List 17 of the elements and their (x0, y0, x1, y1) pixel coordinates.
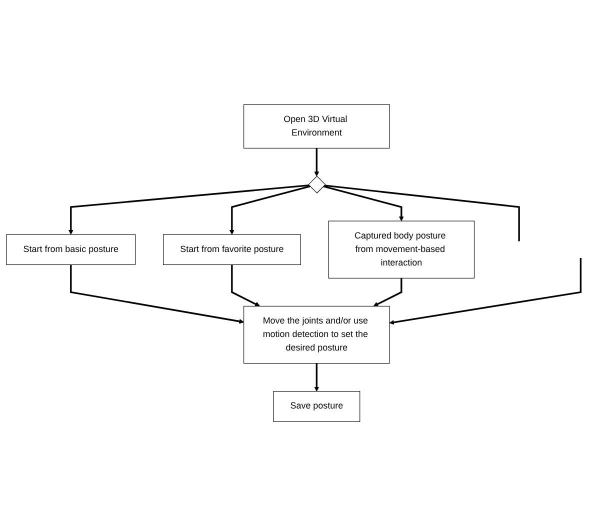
arrow (389, 258, 582, 325)
node-box: Captured body posture from movement-based interaction (328, 220, 475, 278)
arrow (68, 184, 310, 235)
node-box: Start from basic posture (6, 234, 136, 265)
arrow (70, 264, 244, 324)
node-box: Move the joints and/or use motion detection to set the desired posture (244, 306, 390, 364)
node-box: Start from favorite posture (163, 234, 301, 265)
arrow (314, 363, 320, 392)
connector (324, 184, 520, 242)
node-diamond (308, 176, 326, 194)
arrow (373, 278, 402, 306)
arrow (323, 186, 404, 222)
arrow (229, 186, 310, 235)
node-box: Save posture (273, 391, 360, 422)
arrow (231, 264, 260, 306)
node-box: Open 3D Virtual Environment (244, 104, 390, 148)
arrow (314, 148, 320, 176)
